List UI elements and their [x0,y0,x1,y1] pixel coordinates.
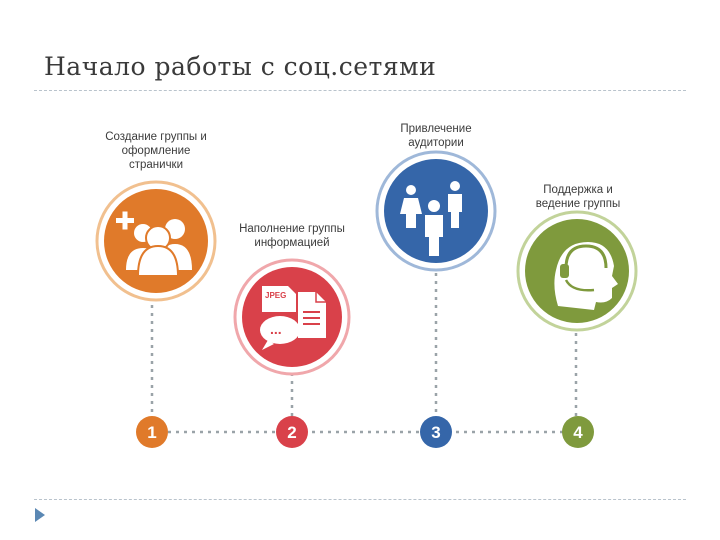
footer-divider [34,499,686,500]
next-slide-arrow-icon[interactable] [35,508,45,522]
step-4-circle [516,210,638,332]
step-1-label: Создание группы и оформление странички [105,131,207,171]
step-3-marker: 3 [420,416,452,448]
add-group-icon [116,211,192,277]
step-4-label: Поддержка и ведение группы [535,184,621,210]
step-1-number: 1 [147,423,156,442]
jpeg-label: JPEG [265,291,286,300]
step-4-number: 4 [573,423,583,442]
headset-support-icon [554,242,618,310]
chat-dots: ... [270,321,282,337]
step-3-number: 3 [431,423,440,442]
step-3-label: Привлечение аудитории [400,123,472,149]
documents-chat-icon: JPEG ... [260,286,326,350]
people-icon [400,181,462,256]
title-divider [34,90,686,91]
step-2-marker: 2 [276,416,308,448]
page-title: Начало работы с соц.сетями [44,52,437,81]
step-1-marker: 1 [136,416,168,448]
step-2-circle: JPEG ... [233,258,351,376]
step-1-circle [95,180,217,302]
step-2-number: 2 [287,423,296,442]
step-4-marker: 4 [562,416,594,448]
step-2-label: Наполнение группы информацией [239,223,345,249]
step-3-circle [375,150,497,272]
